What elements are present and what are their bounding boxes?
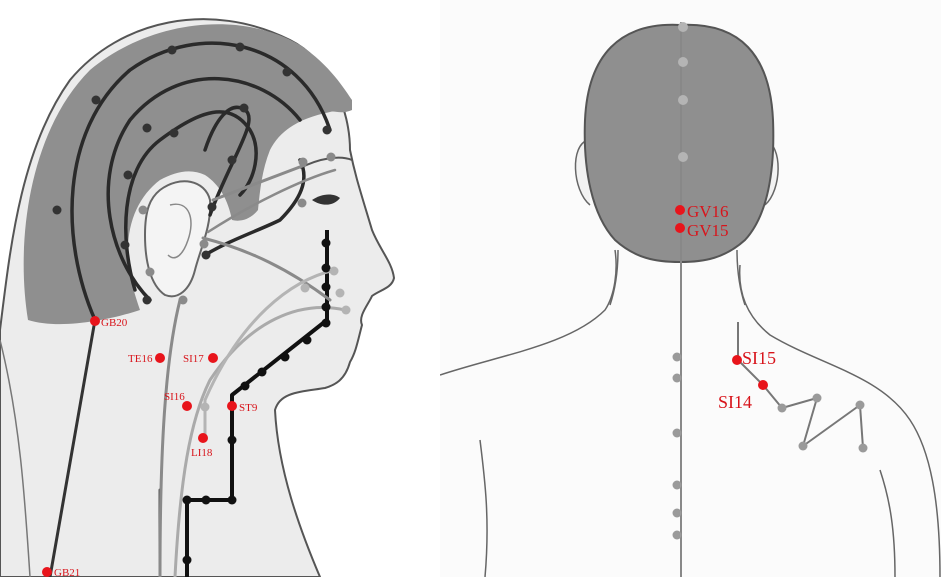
acupoint-dot <box>198 433 208 443</box>
acupoint-dot <box>227 401 237 411</box>
acupoint-dot <box>42 567 52 577</box>
side-view-diagram: GB20 TE16 SI17 SI16 ST9 LI18 GB21 <box>0 0 440 577</box>
side-view-panel: GB20 TE16 SI17 SI16 ST9 LI18 GB21 <box>0 0 440 577</box>
acupoint-label: GV16 <box>687 202 729 221</box>
back-view-diagram: GV16 GV15 SI15 SI14 <box>440 0 941 577</box>
acupoint-dot <box>732 355 742 365</box>
acupoint-dot <box>90 316 100 326</box>
acupoint-dot <box>675 205 685 215</box>
acupoint-label: GV15 <box>687 221 729 240</box>
acupoint-dot <box>208 353 218 363</box>
acupoint-label: ST9 <box>239 402 258 414</box>
acupoint-dot <box>155 353 165 363</box>
acupoint-label: SI15 <box>742 348 776 368</box>
acupoint-label: GB20 <box>101 317 128 329</box>
acupoint-dot <box>675 223 685 233</box>
acupoint-dot <box>758 380 768 390</box>
acupoint-label: GB21 <box>54 567 80 577</box>
acupoint-label: SI14 <box>718 392 752 412</box>
acupoint-label: TE16 <box>128 353 153 365</box>
back-view-panel: GV16 GV15 SI15 SI14 <box>440 0 941 577</box>
acupoint-label: SI17 <box>183 353 204 365</box>
acupoint-label: SI16 <box>164 391 185 403</box>
acupoint-label: LI18 <box>191 447 213 459</box>
acupoint-gb21: GB21 <box>42 567 80 577</box>
